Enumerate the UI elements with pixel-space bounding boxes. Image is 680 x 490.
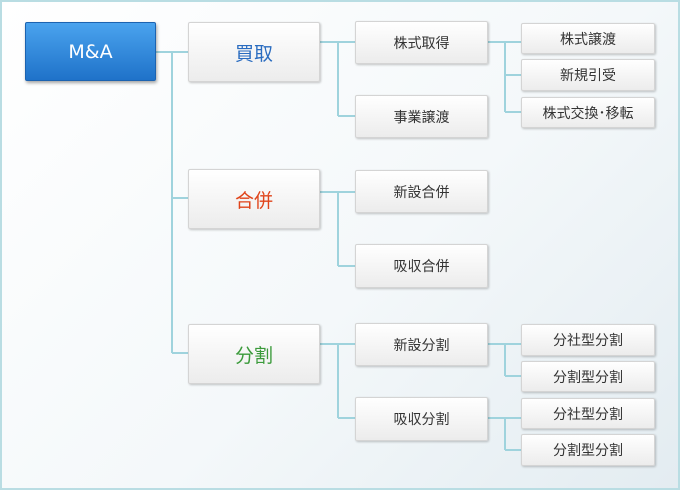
share-transfer-node: 株式譲渡 — [521, 23, 655, 54]
absorption-split-node: 吸収分割 — [355, 397, 488, 441]
incorporation-spin-off-node: 分社型分割 — [521, 324, 655, 356]
share-exchange-transfer-node: 株式交換･移転 — [521, 97, 655, 128]
consolidation-node: 新設合併 — [355, 170, 488, 213]
root-node: M&A — [25, 22, 156, 81]
absorption-split-off-node: 分割型分割 — [521, 434, 655, 466]
business-transfer-node: 事業譲渡 — [355, 95, 488, 138]
share-acquisition-node: 株式取得 — [355, 21, 488, 64]
acquisition-node: 買取 — [188, 22, 320, 82]
incorporation-split-node: 新設分割 — [355, 323, 488, 366]
merger-node: 合併 — [188, 169, 320, 229]
absorption-spin-off-node: 分社型分割 — [521, 398, 655, 429]
absorption-merger-node: 吸収合併 — [355, 244, 488, 288]
split-node: 分割 — [188, 324, 320, 384]
incorporation-split-off-node: 分割型分割 — [521, 361, 655, 392]
new-share-subscription-node: 新規引受 — [521, 59, 655, 91]
